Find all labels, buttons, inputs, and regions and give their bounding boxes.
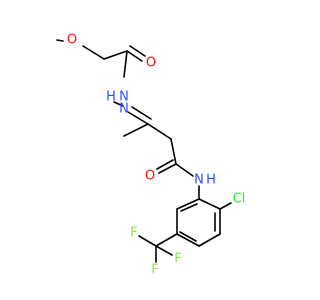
bond-ring-cl (219, 202, 232, 210)
oxygen-ether-label: O (67, 33, 77, 48)
hydrogen-amide-label: H (206, 173, 216, 188)
ring-bond-6 (176, 198, 200, 210)
oxygen-carbonyl-top-label: O (146, 56, 156, 71)
bond-ch2-carbonyl (103, 50, 128, 60)
bond-n-c-imine-1 (127, 111, 149, 125)
bond-imine-ch2 (147, 123, 172, 140)
bond-ring-cf3 (155, 233, 178, 247)
nitrogen-amide-label: N (194, 173, 204, 188)
nitrogen-hydrazide-label: N (119, 90, 129, 105)
bond-ch2-amide-c (170, 138, 177, 165)
bond-co-top-2 (129, 45, 146, 57)
oxygen-amide-label: O (145, 169, 155, 184)
fluorine-right-label: F (174, 252, 181, 267)
bond-amide-c-nh (175, 163, 194, 177)
bond-amide-co-1 (158, 163, 177, 174)
fluorine-left-label: F (151, 263, 158, 278)
ring-bond-3 (198, 233, 221, 247)
bond-n-c-imine-2 (131, 106, 152, 120)
bond-nh-n (113, 101, 124, 107)
ring-bond-4 (176, 233, 200, 247)
bond-cf3-f-right (155, 245, 173, 256)
hydrogen-hydrazide-label: H (106, 90, 116, 105)
bond-cf3-f-top (138, 235, 157, 247)
nitrogen-imine-label: N (119, 102, 129, 117)
chlorine-label: Cl (233, 192, 246, 207)
bond-carbonyl-nh (123, 50, 128, 78)
fluorine-top-label: F (130, 226, 137, 241)
atom-labels: O O N H N O N H Cl F F F (67, 33, 245, 278)
bond-o-ch2 (82, 45, 105, 60)
chemical-structure-diagram: O O N H N O N H Cl F F F (56, 33, 245, 278)
ring-bond-1 (198, 198, 221, 210)
ring-double-2 (179, 231, 197, 242)
ring-double-3 (180, 203, 198, 212)
bond-co-top-1 (126, 50, 143, 62)
bond-amide-co-2 (156, 159, 174, 170)
bond-methyl-o (56, 39, 64, 42)
bond-imine-methyl (123, 123, 149, 137)
bonds (56, 39, 232, 263)
